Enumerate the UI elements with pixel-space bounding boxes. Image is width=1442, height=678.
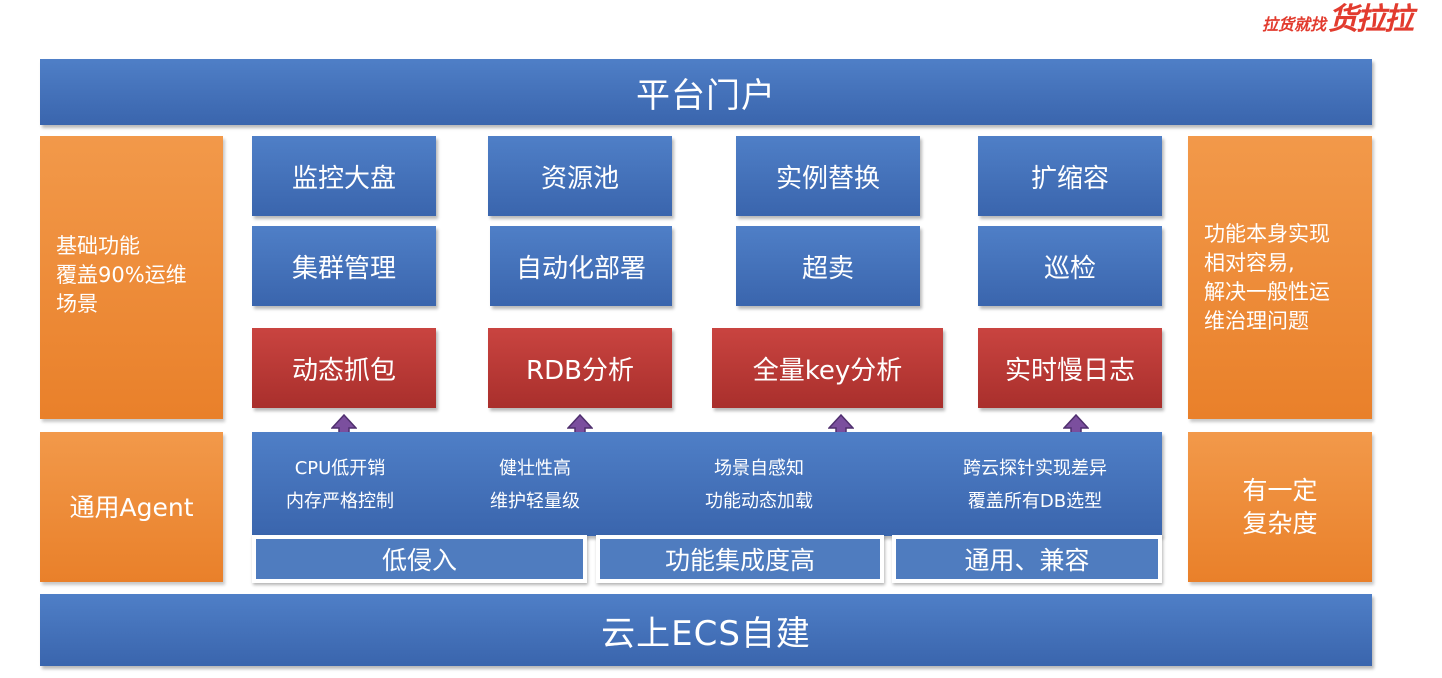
agent-panel-label: 通用Agent: [69, 492, 194, 522]
module-oversell[interactable]: 超卖: [736, 226, 920, 306]
module-monitoring-dashboard[interactable]: 监控大盘: [252, 136, 436, 216]
module-label: 自动化部署: [515, 253, 646, 284]
easy-line: 相对容易,: [1204, 251, 1295, 275]
feature-low-intrusion: 低侵入: [252, 535, 587, 583]
feature-label: 低侵入: [381, 546, 457, 575]
easy-line: 维治理问题: [1204, 309, 1309, 333]
module-label: 超卖: [801, 253, 854, 284]
complexity-line: 有一定: [1242, 476, 1318, 505]
portal-label: 平台门户: [636, 75, 776, 116]
generic-agent-panel: 通用Agent: [40, 432, 223, 582]
agent-item-line: 功能动态加载: [705, 491, 813, 512]
agent-item-line: 跨云探针实现差异: [963, 458, 1107, 479]
agent-item-line: 覆盖所有DB选型: [967, 491, 1103, 512]
module-label: RDB分析: [526, 355, 634, 386]
module-label: 集群管理: [291, 253, 396, 284]
agent-item-scene-aware: 场景自感知 功能动态加载: [644, 452, 874, 518]
easy-line: 功能本身实现: [1204, 222, 1330, 246]
agent-item-overhead: CPU低开销 内存严格控制: [225, 452, 455, 518]
complexity-line: 复杂度: [1242, 509, 1318, 538]
cloud-ecs-base-bar: 云上ECS自建: [40, 594, 1372, 666]
base-label: 云上ECS自建: [601, 613, 811, 654]
agent-item-line: 内存严格控制: [286, 491, 394, 512]
feature-high-integration: 功能集成度高: [596, 535, 884, 583]
module-label: 动态抓包: [291, 355, 396, 386]
basic-line: 覆盖90%运维: [56, 263, 187, 287]
module-label: 资源池: [540, 163, 619, 194]
module-scaling[interactable]: 扩缩容: [978, 136, 1162, 216]
module-label: 巡检: [1043, 253, 1096, 284]
module-label: 全量key分析: [752, 355, 903, 386]
feature-label: 通用、兼容: [964, 546, 1090, 575]
module-rdb-analysis[interactable]: RDB分析: [488, 328, 672, 408]
module-label: 实时慢日志: [1004, 355, 1135, 386]
basic-line: 基础功能: [56, 234, 140, 258]
brand-logo: 拉货就找 货拉拉: [1261, 2, 1414, 38]
complexity-panel: 有一定 复杂度: [1188, 432, 1372, 582]
logo-slogan: 拉货就找: [1261, 15, 1326, 34]
module-instance-replace[interactable]: 实例替换: [736, 136, 920, 216]
feature-label: 功能集成度高: [664, 546, 815, 575]
module-label: 实例替换: [775, 163, 880, 194]
agent-item-line: 健壮性高: [499, 458, 571, 479]
agent-item-robustness: 健壮性高 维护轻量级: [420, 452, 650, 518]
basic-line: 场景: [56, 292, 98, 316]
agent-item-line: CPU低开销: [294, 458, 386, 479]
module-auto-deploy[interactable]: 自动化部署: [490, 226, 672, 306]
agent-item-cross-cloud: 跨云探针实现差异 覆盖所有DB选型: [920, 452, 1150, 518]
module-packet-capture[interactable]: 动态抓包: [252, 328, 436, 408]
logo-brand: 货拉拉: [1328, 2, 1414, 37]
easy-implementation-panel: 功能本身实现 相对容易, 解决一般性运 维治理问题: [1188, 136, 1372, 419]
easy-line: 解决一般性运: [1204, 280, 1330, 304]
module-resource-pool[interactable]: 资源池: [488, 136, 672, 216]
module-full-key-analysis[interactable]: 全量key分析: [712, 328, 943, 408]
module-inspection[interactable]: 巡检: [978, 226, 1162, 306]
platform-portal-bar: 平台门户: [40, 59, 1372, 125]
basic-function-panel: 基础功能 覆盖90%运维 场景: [40, 136, 223, 419]
module-cluster-management[interactable]: 集群管理: [252, 226, 436, 306]
feature-generic-compatible: 通用、兼容: [892, 535, 1162, 583]
agent-item-line: 维护轻量级: [490, 491, 580, 512]
module-realtime-slowlog[interactable]: 实时慢日志: [978, 328, 1162, 408]
module-label: 扩缩容: [1030, 163, 1109, 194]
agent-item-line: 场景自感知: [714, 458, 804, 479]
agent-capability-area: [252, 432, 1162, 536]
module-label: 监控大盘: [291, 163, 396, 194]
